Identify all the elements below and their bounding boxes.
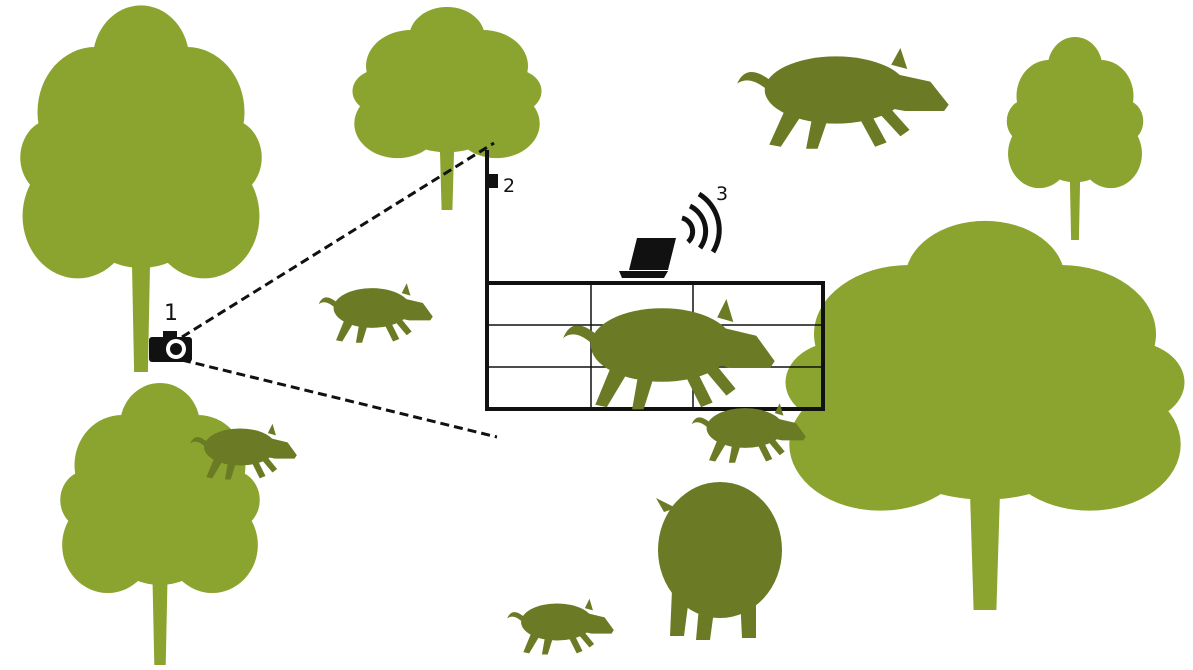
sensor-icon (488, 174, 498, 188)
tree-icon (786, 221, 1185, 610)
wild-boar-icon (692, 403, 806, 463)
wifi-signal-icon (682, 194, 719, 252)
wild-boar-icon (319, 283, 433, 343)
wild-boar-icon (507, 599, 614, 655)
wild-boar-icon (656, 482, 782, 640)
sensor-label: 2 (503, 175, 515, 197)
wild-boar-icon (563, 299, 775, 409)
tree-icon (20, 5, 262, 372)
tree-icon (60, 383, 260, 665)
wireless-label: 3 (716, 183, 728, 205)
tree-icon (1007, 37, 1144, 240)
camera-label: 1 (164, 301, 178, 326)
camera-view-line-lower (182, 360, 497, 437)
laptop-icon (619, 238, 676, 278)
wild-boar-icon (737, 48, 949, 149)
